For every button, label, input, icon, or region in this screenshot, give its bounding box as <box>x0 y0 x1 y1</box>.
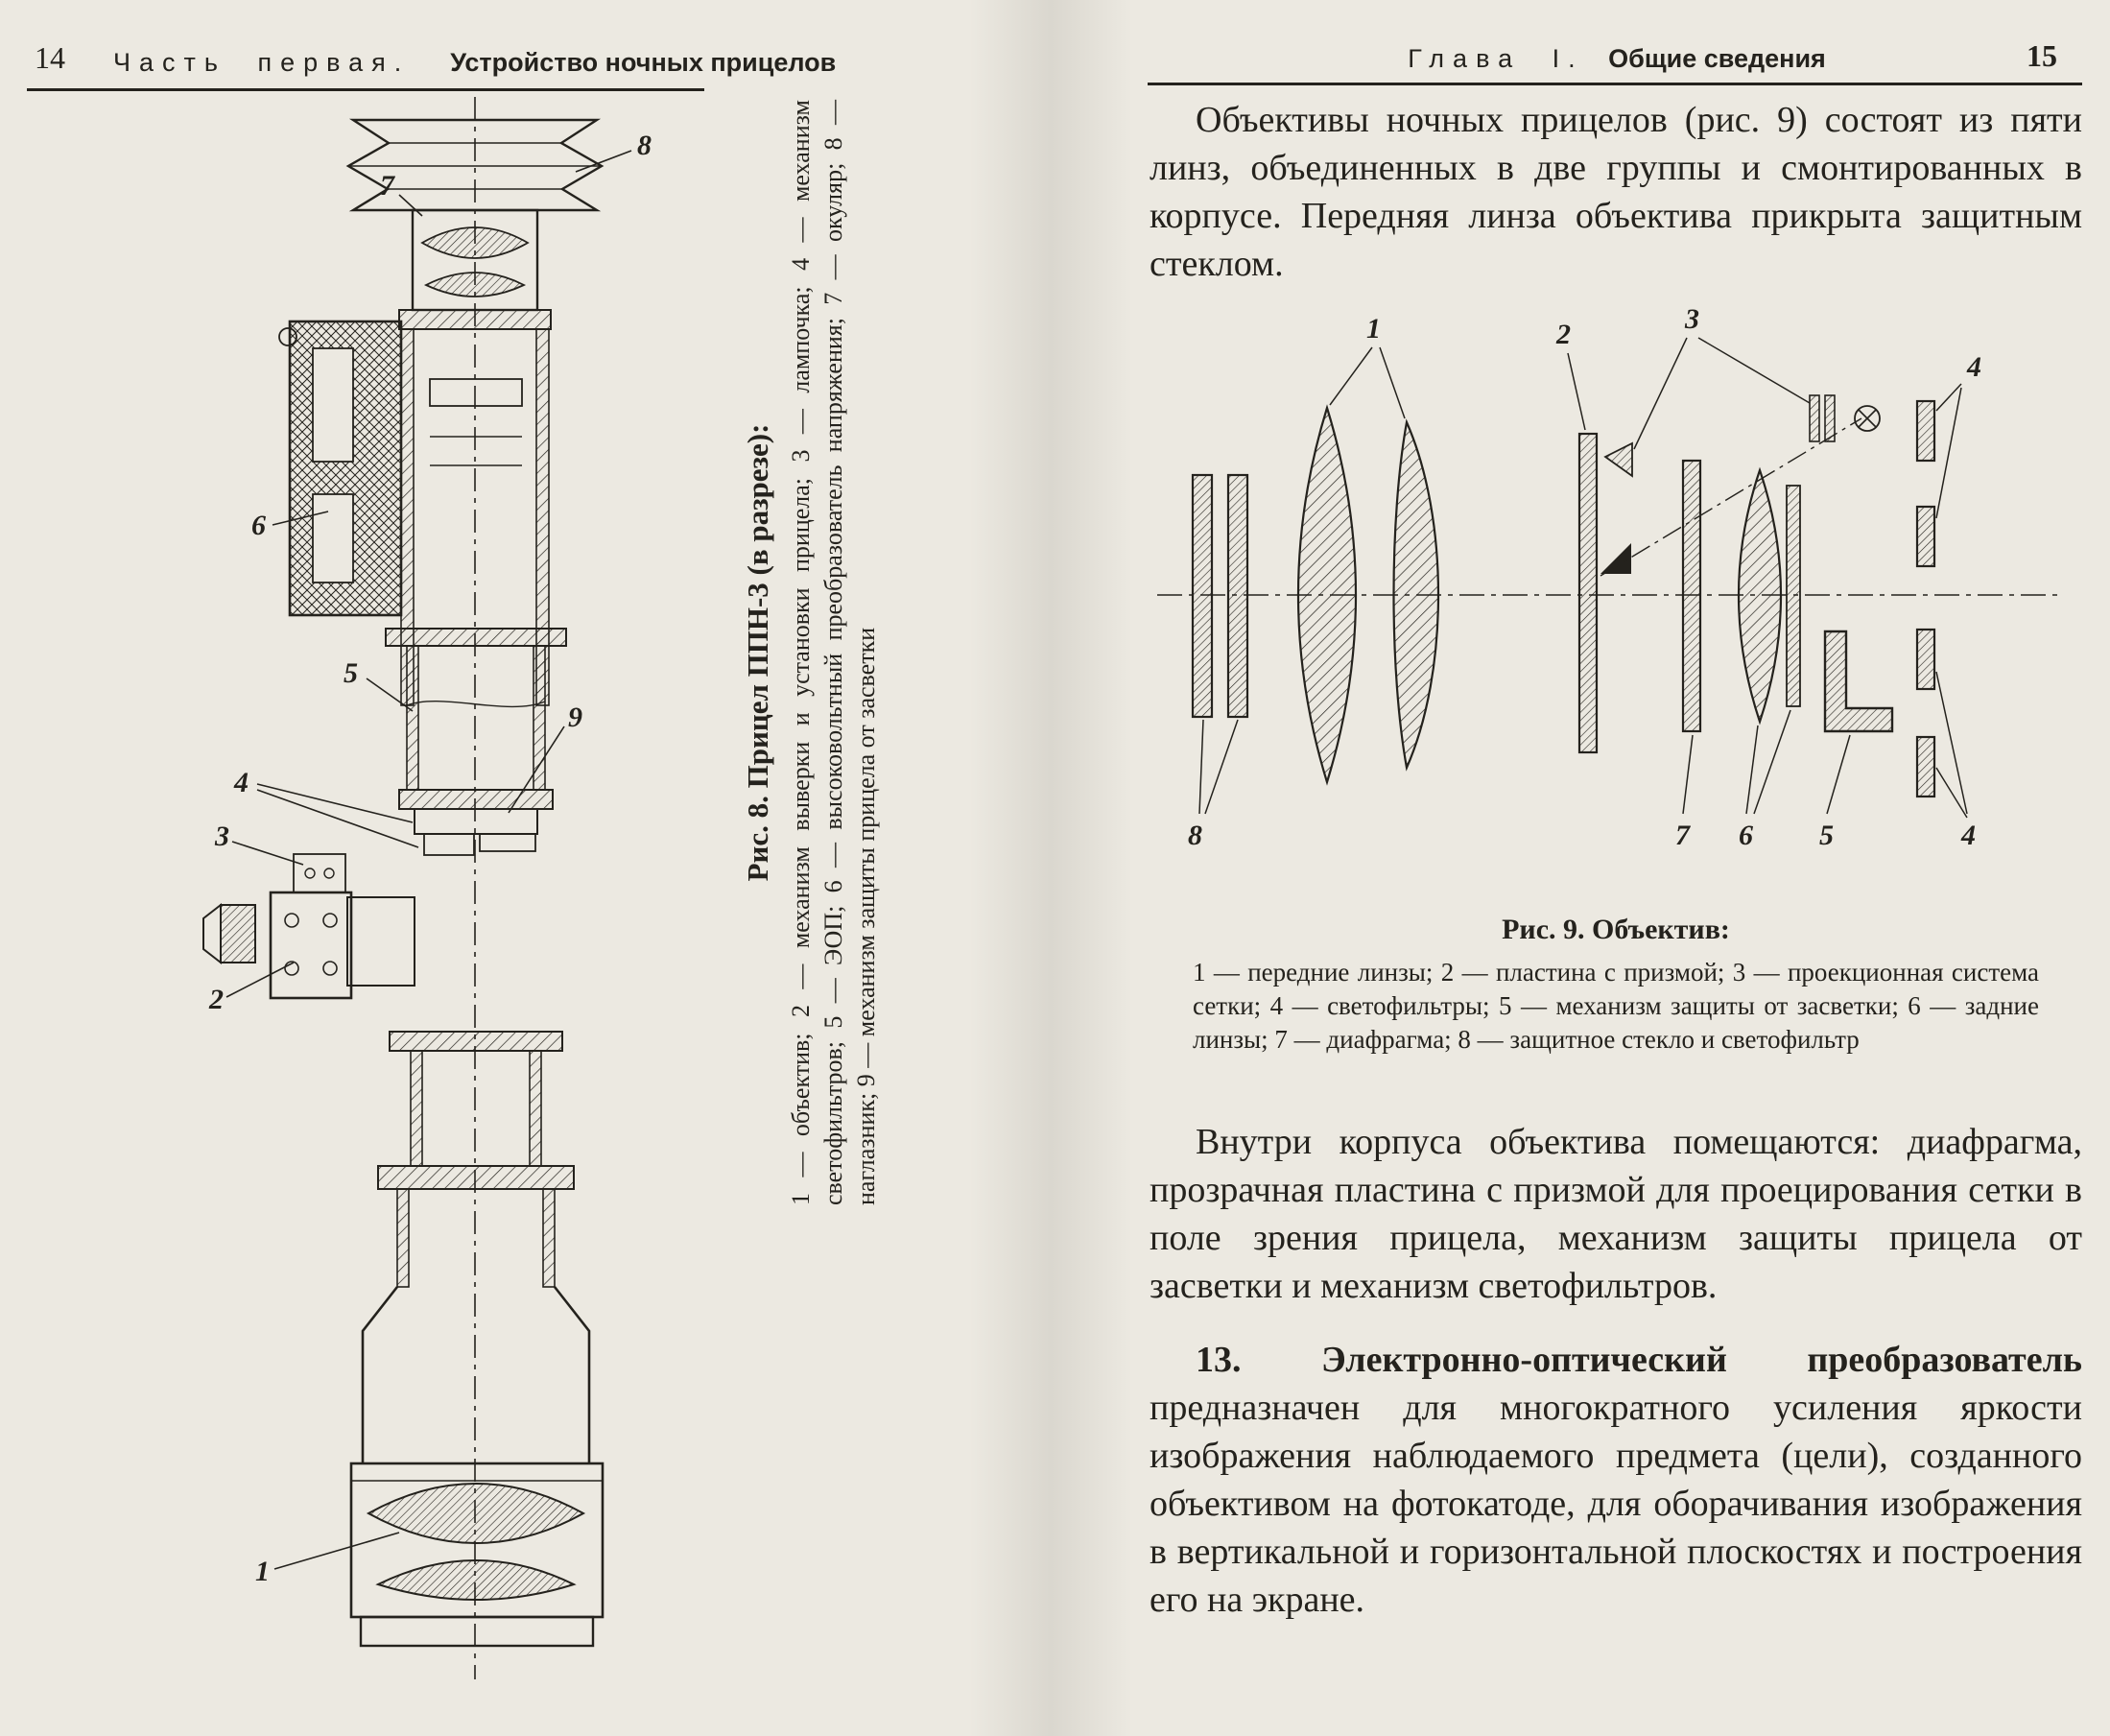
fig9-label-6: 6 <box>1739 820 1753 851</box>
body-paragraph-intro: Объективы ночных прицелов (рис. 9) состо… <box>1150 100 2082 284</box>
fig9-label-7: 7 <box>1675 820 1691 851</box>
fig9-label-4-bottom: 4 <box>1960 820 1976 851</box>
fig9-label-3: 3 <box>1684 303 1699 335</box>
fig8-label-7: 7 <box>380 170 395 202</box>
fig9-light-filters <box>1915 399 1936 798</box>
header-rule-left <box>27 88 704 91</box>
fig9-protection-bracket <box>1823 630 1894 733</box>
fig9-labels: 1 2 3 4 8 7 6 5 4 <box>1188 303 1981 851</box>
fig8-leader-lines <box>225 150 632 1570</box>
fig8-labels: 8 7 6 5 9 4 3 2 1 <box>208 130 652 1587</box>
body-paragraph-2: Внутри корпуса объектива помещаются: диа… <box>1150 1122 2082 1306</box>
fig8-eyecup-bellows <box>345 118 605 212</box>
fig8-label-6: 6 <box>251 510 266 541</box>
fig9-label-2: 2 <box>1555 319 1571 350</box>
item13-text: предназначен для многократного усиления … <box>1150 1388 2082 1620</box>
fig8-label-9: 9 <box>568 702 582 733</box>
fig9-rear-lenses <box>1737 466 1801 725</box>
fig8-objective-lens-1 <box>366 1483 586 1544</box>
figure-8-diagram: 8 7 6 5 9 4 3 2 1 <box>202 97 652 1679</box>
fig8-eyepiece <box>411 208 539 312</box>
figure-8-caption-legend: 1 — объектив; 2 — механизм выверки и уст… <box>787 100 880 1205</box>
fig9-prism-plate <box>1577 432 1631 754</box>
figure-9-diagram: 1 2 3 4 8 7 6 5 4 <box>1157 303 2061 851</box>
fig9-label-8: 8 <box>1188 820 1202 851</box>
fig8-adjustment-mechanism <box>202 853 415 1000</box>
fig8-label-1: 1 <box>255 1556 270 1587</box>
page-number-left: 14 <box>35 40 65 75</box>
fig8-middle-tube <box>406 645 546 791</box>
running-head-left-part: Часть первая. <box>113 48 411 77</box>
figure-8-caption: Рис. 8. Прицел ППН-3 (в разрезе): 1 — об… <box>741 100 883 1205</box>
body-paragraph-item13: 13. Электронно-оптический преобразовател… <box>1150 1336 2082 1624</box>
fig9-diaphragm <box>1681 459 1702 733</box>
fig8-label-8: 8 <box>637 130 652 161</box>
figure-9-caption: Рис. 9. Объектив: 1 — передние линзы; 2 … <box>1193 914 2039 1057</box>
fig9-label-4-top: 4 <box>1966 351 1981 383</box>
header-rule-right <box>1148 83 2082 85</box>
fig9-label-5: 5 <box>1819 820 1834 851</box>
running-head-left: Часть первая. Устройство ночных прицелов <box>113 48 836 78</box>
page-gutter-shadow <box>969 0 1132 1736</box>
fig9-reticle-projection <box>1600 394 1881 577</box>
fig9-label-1: 1 <box>1366 313 1381 345</box>
fig9-lamp-icon <box>1854 405 1881 432</box>
fig8-knob <box>202 902 256 965</box>
running-head-left-section: Устройство ночных прицелов <box>450 48 837 77</box>
fig8-objective-lens-2 <box>375 1559 577 1601</box>
fig8-top-flange <box>398 309 552 330</box>
running-head-right: Глава I. Общие сведения <box>1150 44 2084 74</box>
fig8-protection-mechanism <box>398 789 554 856</box>
running-head-right-part: Глава I. <box>1408 44 1584 73</box>
fig8-label-5: 5 <box>344 657 358 689</box>
running-head-right-section: Общие сведения <box>1608 44 1826 73</box>
figure-9-caption-title: Рис. 9. Объектив: <box>1502 914 1730 945</box>
fig8-label-4: 4 <box>233 767 249 798</box>
fig9-front-lenses <box>1296 404 1440 786</box>
fig9-leader-lines <box>1198 337 1968 819</box>
fig9-protective-glass <box>1191 473 1249 719</box>
item13-heading: 13. Электронно-оптический преобразовател… <box>1196 1340 2082 1380</box>
fig8-mid-flange <box>385 628 567 647</box>
fig8-objective-housing <box>349 1286 605 1648</box>
figure-8-caption-title: Рис. 8. Прицел ППН-3 (в разрезе): <box>741 423 774 882</box>
figure-9-caption-legend: 1 — передние линзы; 2 — пластина с призм… <box>1193 958 2039 1054</box>
fig8-label-2: 2 <box>208 984 224 1015</box>
fig8-lower-tube <box>377 1031 575 1288</box>
page-number-right: 15 <box>2027 38 2057 73</box>
fig8-voltage-converter <box>278 320 403 617</box>
fig8-label-3: 3 <box>214 820 229 852</box>
